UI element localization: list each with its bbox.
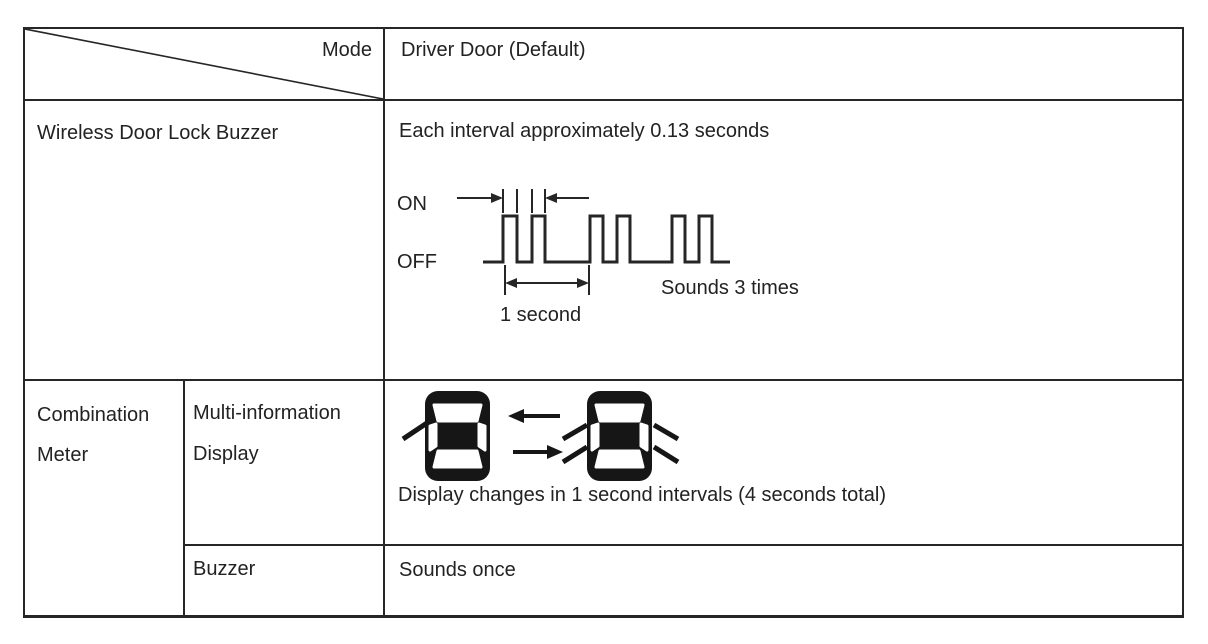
one-second-arrowhead-left [505,278,517,288]
one-second-label: 1 second [500,304,581,326]
waveform-on-label: ON [397,193,427,215]
flash-mark [561,422,589,442]
buzzer-value: Sounds once [399,559,516,581]
multi-information-content-cell: Display changes in 1 second intervals (4… [385,381,1182,546]
arrow-right-icon [547,445,563,459]
wireless-door-lock-buzzer-cell: Wireless Door Lock Buzzer [25,101,385,381]
diagonal-divider-line [25,29,383,99]
flash-mark [401,420,429,442]
buzzer-cell: Buzzer [185,546,385,615]
multi-information-display-cell: Multi-information Display [185,381,385,546]
flash-mark [652,422,680,442]
corner-mode-label: Mode [321,39,372,61]
combination-meter-cell: Combination Meter [25,381,185,615]
interval-description: Each interval approximately 0.13 seconds [399,120,770,142]
wireless-label: Wireless Door Lock Buzzer [37,122,279,144]
car-icon-driver-door [423,389,492,483]
car-display-change-diagram [401,389,680,483]
mode-value: Driver Door (Default) [401,39,586,61]
wireless-buzzer-content-cell: Each interval approximately 0.13 seconds… [385,101,1182,381]
flash-mark [561,444,589,465]
buzzer-waveform-diagram: ON OFF 1 second Sou [397,189,799,326]
car-icon-all-doors [585,389,654,483]
dim-arrowhead-right [491,193,503,203]
table-corner-cell: Mode [25,29,385,101]
buzzer-label: Buzzer [193,558,256,580]
door-lock-mode-table: Mode Driver Door (Default) Wireless Door… [23,27,1184,618]
arrow-left-icon [508,409,524,423]
buzzer-value-cell: Sounds once [385,546,1182,615]
multi-information-display-label: Multi-information Display [193,402,341,465]
sounds-three-times-label: Sounds 3 times [661,277,799,299]
one-second-arrowhead-right [577,278,589,288]
dim-arrowhead-left [545,193,557,203]
flash-mark [652,444,680,465]
combination-meter-label: Combination Meter [37,404,150,466]
waveform-off-label: OFF [397,251,437,273]
buzzer-pulse-train [483,214,730,264]
mode-value-cell: Driver Door (Default) [385,29,1182,101]
display-change-caption: Display changes in 1 second intervals (4… [398,484,887,506]
